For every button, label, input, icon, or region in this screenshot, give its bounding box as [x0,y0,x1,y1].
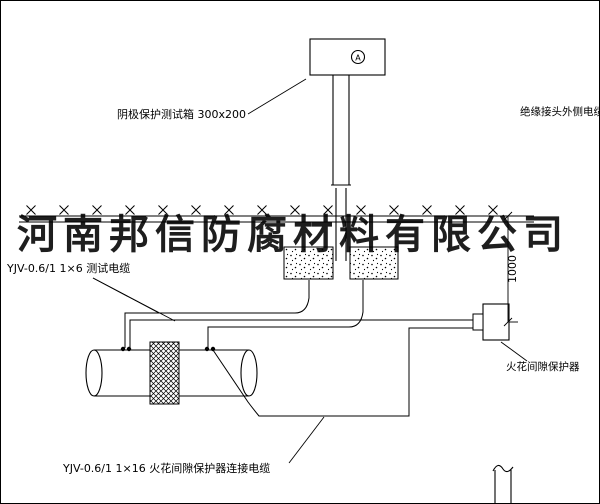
label-test-box: 阴极保护测试箱 300x200 [117,107,246,121]
weld-dot [120,346,126,352]
leader-protector-cable [288,416,325,464]
riser-lines [494,470,512,503]
leader-test-box [247,78,307,115]
leader-test-cable-2 [92,277,176,322]
pipe-end-right [240,349,258,397]
label-spark-protector: 火花间隙保护器 [506,360,580,373]
protector-cable-left [129,319,473,348]
dimension-label: 1000 [506,255,519,283]
foundation-right [349,246,399,280]
spark-gap-protector-box [482,303,510,341]
label-test-cable: YJV-0.6/1 1×6 测试电缆 [6,262,130,275]
test-cable-right [207,280,364,348]
terminal-letter: A [355,54,361,63]
leader-spark-protector [500,341,528,362]
weld-dot [126,346,132,352]
weld-points [120,346,216,352]
pole-lower [335,188,347,261]
insulating-joint-hatch [149,341,180,405]
pipe-riser-symbol [492,464,514,503]
weld-dot [204,346,210,352]
leader-lines [92,78,528,464]
company-watermark: 河南邦信防腐材料有限公司 [17,211,569,258]
pole-upper [332,75,350,185]
label-protector-cable: YJV-0.6/1 1×16 火花间隙保护器连接电缆 [62,461,270,475]
dimension-tick-bottom [503,317,513,327]
foundation-left [283,246,334,280]
dimension-tick-top [503,211,513,221]
test-cable-left [124,280,310,348]
riser-break-line [492,464,514,473]
spark-gap-protector-terminal [472,313,484,331]
pipe-end-left [85,349,103,397]
terminal-circle [350,49,366,65]
protector-cable-right [212,327,473,417]
test-box [309,38,386,76]
label-outer-cable: 绝缘接头外侧电缆 [520,105,600,118]
dimension-lines [503,211,518,327]
weld-dot [210,346,216,352]
